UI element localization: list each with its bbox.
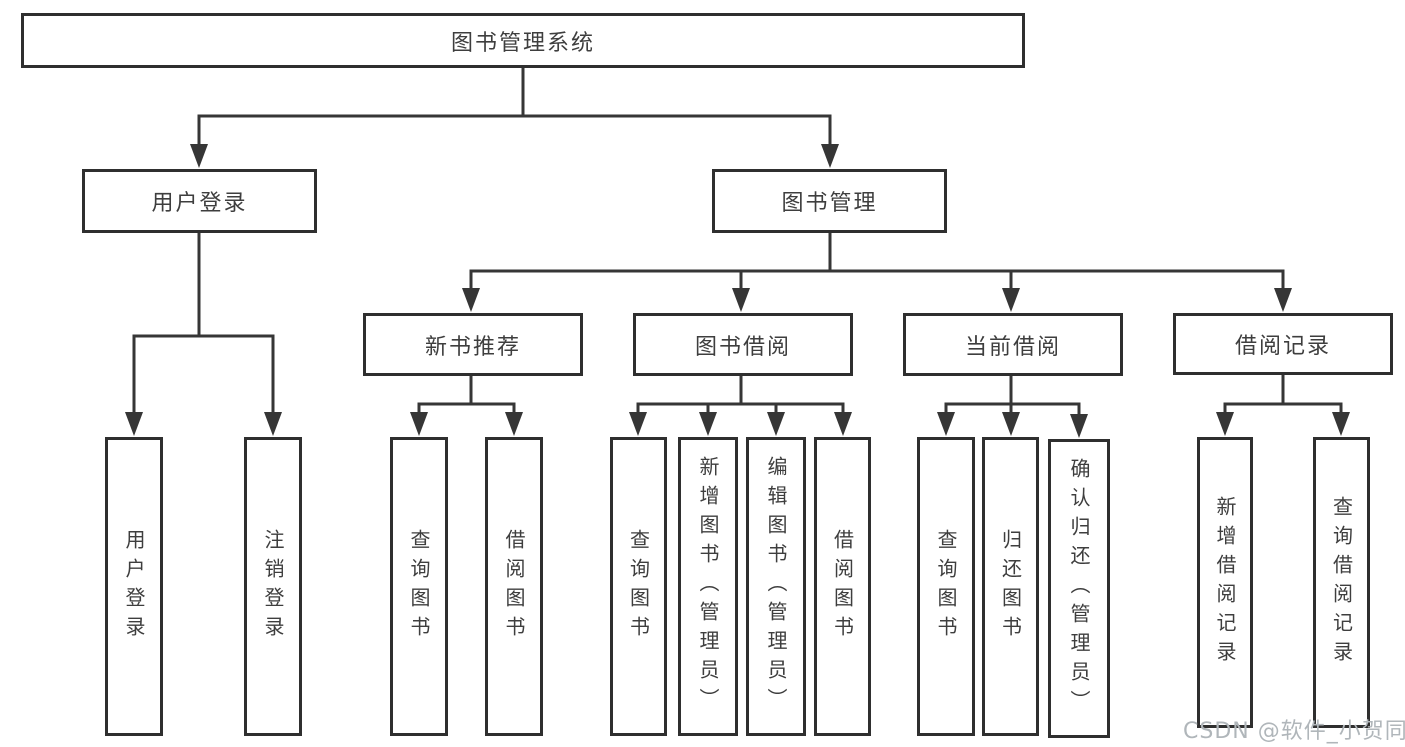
connector-book-mgmt xyxy=(469,233,1285,296)
node-label: 借阅记录 xyxy=(1234,334,1331,359)
leaf-nb-query-books: 查询图书 xyxy=(390,437,448,736)
leaf-cb-confirm-return-admin: 确认归还（管理员） xyxy=(1048,439,1110,738)
arrowhead xyxy=(767,412,785,436)
node-label: 用户登录 xyxy=(122,528,146,645)
connector-borrow-record xyxy=(1223,375,1343,420)
arrowhead xyxy=(1332,412,1350,436)
connector-new-book-rec xyxy=(417,376,516,420)
connector-current-borrow xyxy=(944,376,1081,422)
node-label: 归还图书 xyxy=(998,528,1023,645)
arrowhead xyxy=(699,412,717,436)
leaf-logout: 注销登录 xyxy=(244,437,302,736)
arrowhead xyxy=(821,144,839,168)
node-user-login: 用户登录 xyxy=(82,169,317,233)
node-label: 当前借阅 xyxy=(964,334,1061,360)
node-label: 新增借阅记录 xyxy=(1213,495,1237,670)
node-label: 图书借阅 xyxy=(694,334,791,360)
leaf-cb-return-books: 归还图书 xyxy=(982,437,1039,736)
node-current-borrowing: 当前借阅 xyxy=(903,313,1123,376)
connector-user-login xyxy=(132,233,275,420)
node-label: 用户登录 xyxy=(151,191,248,216)
leaf-br-query-record: 查询借阅记录 xyxy=(1313,437,1370,728)
node-label: 查询图书 xyxy=(626,528,651,645)
leaf-cb-query-books: 查询图书 xyxy=(917,437,975,736)
node-library-system: 图书管理系统 xyxy=(21,13,1025,68)
node-label: 查询借阅记录 xyxy=(1329,495,1354,670)
node-label: 查询图书 xyxy=(934,528,958,645)
connector-root xyxy=(197,68,832,152)
node-label: 图书管理 xyxy=(781,191,878,216)
node-borrow-records: 借阅记录 xyxy=(1173,313,1393,375)
node-book-borrowing: 图书借阅 xyxy=(633,313,853,376)
arrowhead xyxy=(1002,412,1020,436)
leaf-bb-add-books-admin: 新增图书（管理员） xyxy=(678,437,738,736)
leaf-user-login: 用户登录 xyxy=(105,437,163,736)
leaf-bb-edit-books-admin: 编辑图书（管理员） xyxy=(746,437,806,736)
node-label: 借阅图书 xyxy=(830,528,855,645)
leaf-bb-query-books: 查询图书 xyxy=(610,437,667,736)
arrowhead xyxy=(125,412,143,436)
node-label: 查询图书 xyxy=(407,528,431,645)
arrowhead xyxy=(190,144,208,168)
arrowhead xyxy=(1002,288,1020,312)
arrowhead xyxy=(1070,414,1088,438)
connector-book-borrow xyxy=(636,376,845,420)
node-label: 图书管理系统 xyxy=(450,30,595,56)
node-book-management: 图书管理 xyxy=(712,169,947,233)
leaf-br-add-record: 新增借阅记录 xyxy=(1197,437,1253,728)
arrowhead xyxy=(410,412,428,436)
leaf-bb-borrow-books: 借阅图书 xyxy=(814,437,871,736)
arrowhead xyxy=(1274,288,1292,312)
watermark-text: CSDN @软件_小贺同学 xyxy=(1183,719,1405,744)
arrowhead xyxy=(264,412,282,436)
arrowhead xyxy=(462,288,480,312)
arrowhead xyxy=(732,288,750,312)
node-label: 注销登录 xyxy=(261,528,285,645)
node-label: 编辑图书（管理员） xyxy=(764,456,788,717)
node-label: 新书推荐 xyxy=(424,334,521,360)
node-label: 借阅图书 xyxy=(502,528,526,645)
node-label: 确认归还（管理员） xyxy=(1067,458,1091,719)
leaf-nb-borrow-books: 借阅图书 xyxy=(485,437,543,736)
arrowhead xyxy=(505,412,523,436)
arrowhead xyxy=(1216,412,1234,436)
arrowhead xyxy=(629,412,647,436)
node-new-book-recommend: 新书推荐 xyxy=(363,313,583,376)
node-label: 新增图书（管理员） xyxy=(696,456,720,717)
arrowhead xyxy=(834,412,852,436)
arrowhead xyxy=(937,412,955,436)
